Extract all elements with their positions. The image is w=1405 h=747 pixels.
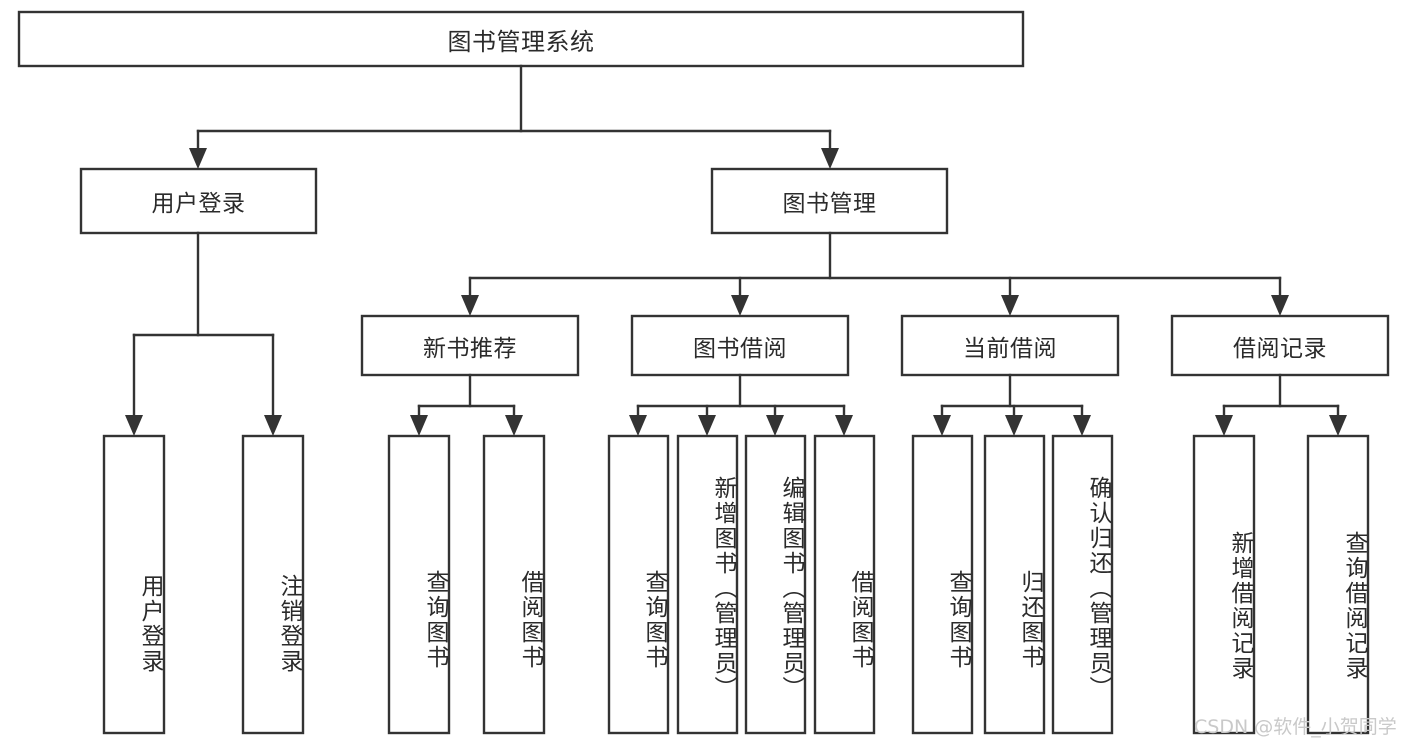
node-box-user-login[interactable] xyxy=(79,167,318,235)
node-box-leaf-confirm-return[interactable] xyxy=(1051,434,1114,735)
edge-root-to-level2 xyxy=(189,64,839,169)
node-box-leaf-return-book[interactable] xyxy=(983,434,1046,735)
node-box-leaf-query-book-a[interactable] xyxy=(387,434,451,735)
node-box-leaf-borrow-book-a[interactable] xyxy=(482,434,546,735)
node-box-new-book-recommend[interactable] xyxy=(360,314,580,377)
edge-book-borrow-to-leaves xyxy=(629,373,853,436)
node-box-book-management[interactable] xyxy=(710,167,949,235)
node-box-leaf-query-book-b[interactable] xyxy=(607,434,670,735)
node-box-leaf-logout[interactable] xyxy=(241,434,305,735)
node-box-leaf-add-book[interactable] xyxy=(676,434,739,735)
node-box-leaf-query-book-c[interactable] xyxy=(911,434,974,735)
edge-user-login-to-leaves xyxy=(125,231,282,436)
edge-new-book-recommend-to-leaves xyxy=(410,373,523,436)
node-box-leaf-borrow-book-b[interactable] xyxy=(813,434,876,735)
node-box-leaf-edit-book[interactable] xyxy=(744,434,807,735)
node-box-borrow-record[interactable] xyxy=(1170,314,1390,377)
edge-book-management-to-level3 xyxy=(461,231,1289,316)
node-box-current-borrow[interactable] xyxy=(900,314,1120,377)
node-box-leaf-user-login[interactable] xyxy=(102,434,166,735)
node-box-leaf-add-record[interactable] xyxy=(1192,434,1256,735)
node-box-root[interactable] xyxy=(17,10,1025,68)
edge-borrow-record-to-leaves xyxy=(1215,373,1347,436)
node-box-book-borrow[interactable] xyxy=(630,314,850,377)
edge-current-borrow-to-leaves xyxy=(933,373,1091,436)
node-box-leaf-query-record[interactable] xyxy=(1306,434,1370,735)
